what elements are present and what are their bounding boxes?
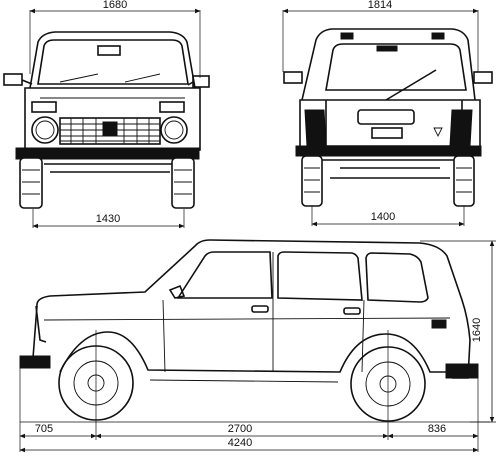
height-label: 1640 <box>471 318 483 342</box>
front-overhang-label: 705 <box>35 423 53 435</box>
front-track-dimension: 1430 <box>32 209 185 229</box>
front-right-mirror <box>192 75 210 88</box>
rear-right-mirror <box>473 71 493 84</box>
front-right-headlamp <box>160 116 188 144</box>
rear-bumper <box>295 145 482 157</box>
front-width-label: 1680 <box>103 0 127 11</box>
overall-length-label: 4240 <box>228 437 252 449</box>
wheelbase-label: 2700 <box>228 423 252 435</box>
front-width-dimension: 1680 <box>29 0 201 78</box>
front-windshield <box>37 39 189 85</box>
front-left-tyre <box>19 157 43 209</box>
side-front-window <box>176 251 273 299</box>
rear-right-taillight <box>449 109 473 147</box>
front-left-headlamp <box>31 116 59 144</box>
rear-left-taillight <box>304 109 327 147</box>
rear-right-tyre <box>453 155 475 207</box>
side-view <box>19 239 490 423</box>
side-front-bumper <box>19 355 51 369</box>
rear-window <box>325 43 467 91</box>
front-badge <box>102 121 118 137</box>
rear-license-plate <box>357 109 415 125</box>
rear-view <box>283 28 493 207</box>
front-left-mirror <box>3 73 23 86</box>
rear-track-label: 1400 <box>371 211 395 223</box>
rear-overhang-label: 836 <box>428 423 446 435</box>
length-dimensions: 705 2700 836 4240 <box>19 330 479 453</box>
rear-width-label: 1814 <box>368 0 392 11</box>
front-track-label: 1430 <box>96 213 120 225</box>
height-dimension: 1640 <box>420 240 496 423</box>
side-rear-bumper <box>445 363 479 379</box>
rear-left-tyre <box>301 155 323 207</box>
side-rear-window <box>277 251 363 301</box>
side-quarter-window <box>365 252 429 303</box>
front-bumper <box>15 147 200 160</box>
rear-left-mirror <box>283 71 303 84</box>
front-right-tyre <box>171 157 195 209</box>
rear-width-dimension: 1814 <box>282 0 479 72</box>
front-grille <box>59 117 161 145</box>
front-view <box>3 31 210 209</box>
rear-track-dimension: 1400 <box>311 206 465 227</box>
